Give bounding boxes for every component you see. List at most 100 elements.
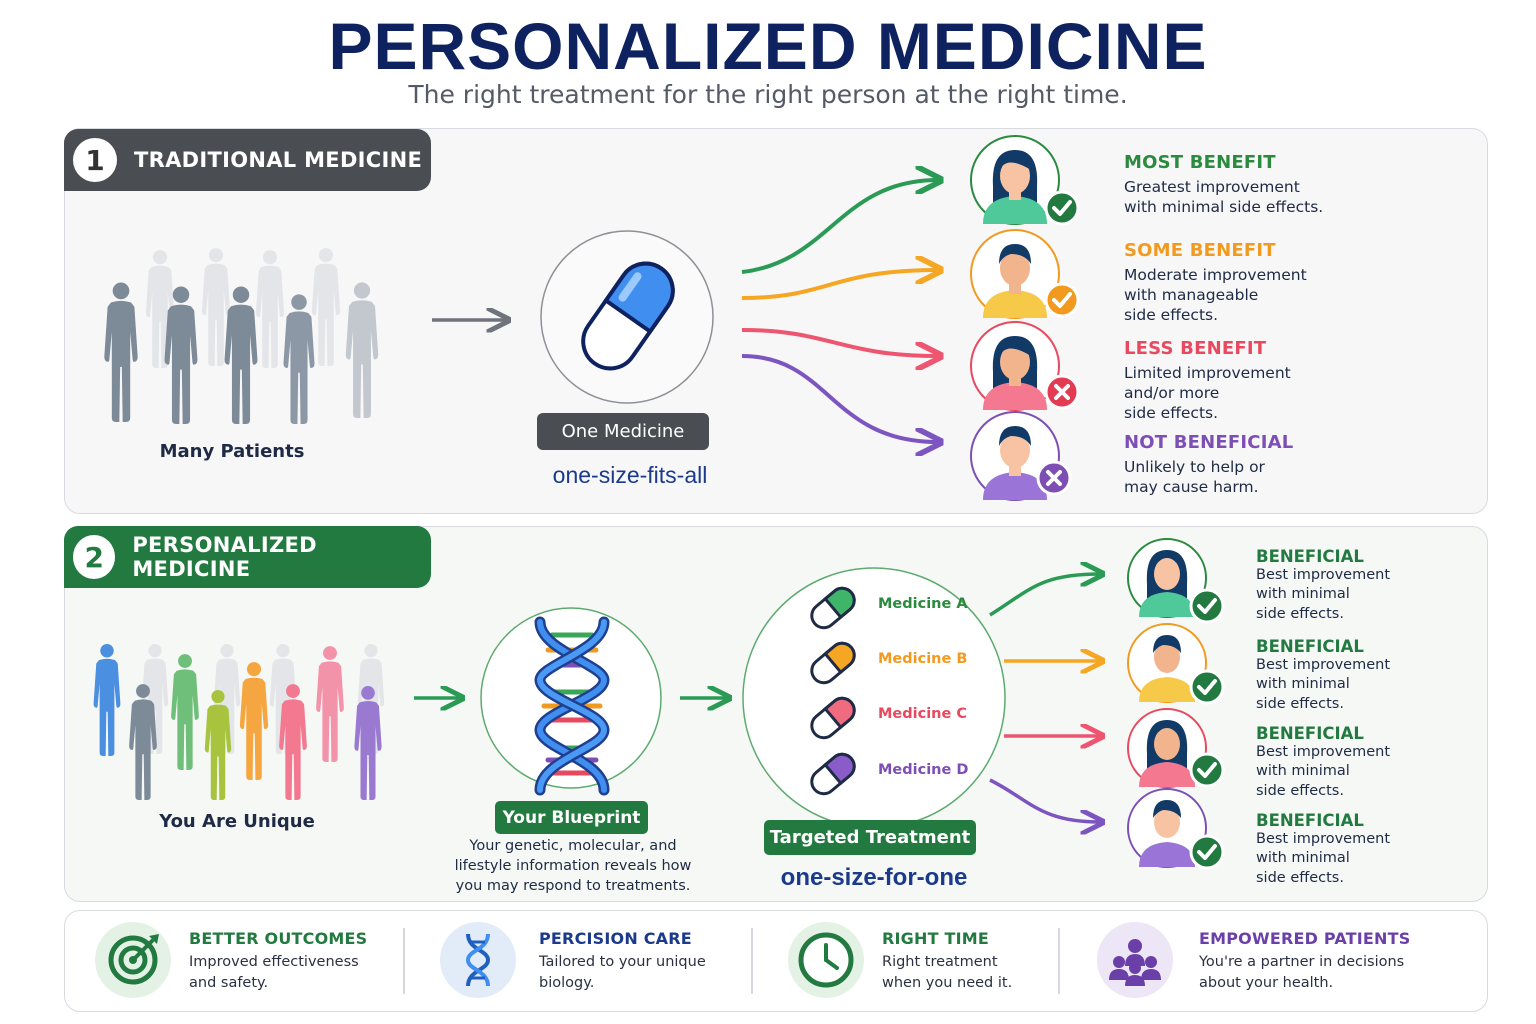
blueprint-description: Your genetic, molecular, and lifestyle i… — [432, 836, 714, 896]
avatar-less-benefit — [970, 321, 1080, 411]
targeted-treatment-label: Targeted Treatment — [764, 820, 976, 855]
blueprint-desc-line: you may respond to treatments. — [455, 878, 691, 894]
dna-icon — [480, 607, 662, 796]
outcome-desc-line: side effects. — [1124, 404, 1219, 422]
result-desc-line: Best improvement — [1256, 567, 1391, 583]
feature-desc-line: Tailored to your unique — [539, 954, 706, 970]
feature-divider — [1058, 928, 1060, 994]
result-desc-line: Best improvement — [1256, 831, 1391, 847]
section-number: 1 — [73, 138, 117, 182]
feature-title: PERCISION CARE — [539, 929, 692, 948]
page-subtitle: The right treatment for the right person… — [408, 80, 1128, 109]
feature-better-outcomes: BETTER OUTCOMES Improved effectiveness a… — [189, 929, 389, 994]
result-desc-line: with minimal — [1256, 763, 1350, 780]
medicine-c-label: Medicine C — [878, 706, 968, 722]
outcome-desc-line: Limited improvement — [1124, 364, 1291, 382]
feature-desc-line: Right treatment — [882, 954, 998, 970]
feature-percision-care: PERCISION CARE Tailored to your unique b… — [539, 929, 739, 994]
feature-desc-line: when you need it. — [882, 975, 1013, 991]
feature-title: BETTER OUTCOMES — [189, 929, 368, 948]
patient-crowd-gray — [104, 248, 379, 424]
outcome-desc-line: and/or more — [1124, 384, 1220, 402]
avatar-beneficial-4 — [1127, 788, 1225, 870]
result-title: BENEFICIAL — [1256, 637, 1364, 656]
section-header-personalized: 2 PERSONALIZED MEDICINE — [64, 526, 431, 588]
medicine-a-label: Medicine A — [878, 596, 968, 612]
result-desc-line: Best improvement — [1256, 744, 1391, 760]
outcome-most-benefit: MOST BENEFIT Greatest improvement with m… — [1124, 152, 1354, 217]
avatar-beneficial-3 — [1127, 708, 1225, 788]
feature-desc-line: about your health. — [1199, 975, 1334, 991]
you-are-unique-label: You Are Unique — [159, 811, 315, 832]
benefits-bar — [64, 910, 1488, 1012]
target-icon — [95, 922, 171, 998]
patient-crowd-colored — [93, 643, 385, 800]
result-desc-line: with minimal — [1256, 850, 1350, 867]
result-beneficial-2: BENEFICIAL Best improvement with minimal… — [1256, 637, 1436, 714]
result-desc-line: Best improvement — [1256, 657, 1391, 673]
blueprint-desc-line: Your genetic, molecular, and — [469, 838, 677, 854]
one-medicine-label: One Medicine — [537, 413, 709, 450]
result-desc-line: side effects. — [1256, 869, 1344, 886]
feature-right-time: RIGHT TIME Right treatment when you need… — [882, 929, 1052, 994]
result-desc-line: with minimal — [1256, 586, 1350, 603]
medicine-b-label: Medicine B — [878, 651, 968, 667]
outcome-desc-line: side effects. — [1124, 306, 1219, 324]
outcome-some-benefit: SOME BENEFIT Moderate improvement with m… — [1124, 240, 1354, 325]
outcome-arrows — [741, 180, 938, 442]
outcome-less-benefit: LESS BENEFIT Limited improvement and/or … — [1124, 338, 1354, 423]
clock-icon — [788, 922, 864, 998]
result-title: BENEFICIAL — [1256, 547, 1364, 566]
section-number: 2 — [73, 535, 116, 579]
outcome-title: NOT BENEFICIAL — [1124, 432, 1294, 453]
result-title: BENEFICIAL — [1256, 811, 1364, 830]
feature-title: RIGHT TIME — [882, 929, 989, 948]
medicine-pill-a-icon — [810, 586, 856, 630]
result-desc-line: side effects. — [1256, 695, 1344, 712]
result-beneficial-4: BENEFICIAL Best improvement with minimal… — [1256, 811, 1436, 888]
outcome-desc-line: with minimal side effects. — [1124, 198, 1324, 216]
feature-empowered-patients: EMPOWERED PATIENTS You're a partner in d… — [1199, 929, 1459, 994]
outcome-desc-line: Moderate improvement — [1124, 266, 1307, 284]
outcome-title: MOST BENEFIT — [1124, 152, 1276, 173]
outcome-desc-line: may cause harm. — [1124, 478, 1259, 496]
result-beneficial-3: BENEFICIAL Best improvement with minimal… — [1256, 724, 1436, 801]
medicine-pill-d-icon — [810, 752, 856, 796]
one-size-for-one-label: one-size-for-one — [780, 864, 968, 891]
feature-title: EMPOWERED PATIENTS — [1199, 929, 1411, 948]
page-title: PERSONALIZED MEDICINE — [328, 9, 1208, 83]
feature-desc-line: You're a partner in decisions — [1199, 954, 1405, 970]
blueprint-desc-line: lifestyle information reveals how — [454, 858, 692, 874]
medicine-d-label: Medicine D — [878, 762, 969, 778]
avatar-beneficial-2 — [1127, 623, 1225, 705]
avatar-beneficial-1 — [1127, 538, 1225, 624]
group-icon — [1097, 922, 1173, 998]
section-title: PERSONALIZED MEDICINE — [132, 533, 317, 581]
feature-divider — [403, 928, 405, 994]
medicine-pill-b-icon — [810, 641, 856, 685]
feature-desc-line: biology. — [539, 975, 595, 991]
avatar-some-benefit — [970, 229, 1080, 319]
section-title: TRADITIONAL MEDICINE — [134, 148, 423, 172]
avatar-most-benefit — [970, 135, 1080, 226]
dna-small-icon — [440, 922, 516, 998]
result-desc-line: side effects. — [1256, 605, 1344, 622]
result-title: BENEFICIAL — [1256, 724, 1364, 743]
blueprint-label: Your Blueprint — [495, 801, 648, 834]
section-header-traditional: 1 TRADITIONAL MEDICINE — [64, 129, 431, 191]
outcome-title: SOME BENEFIT — [1124, 240, 1276, 261]
feature-desc-line: and safety. — [189, 975, 269, 991]
outcome-desc-line: Greatest improvement — [1124, 178, 1300, 196]
outcome-not-beneficial: NOT BENEFICIAL Unlikely to help or may c… — [1124, 432, 1354, 497]
result-beneficial-1: BENEFICIAL Best improvement with minimal… — [1256, 547, 1436, 624]
outcome-desc-line: Unlikely to help or — [1124, 458, 1265, 476]
feature-divider — [751, 928, 753, 994]
medicine-pill-c-icon — [810, 696, 856, 740]
outcome-title: LESS BENEFIT — [1124, 338, 1267, 359]
outcome-desc-line: with manageable — [1124, 286, 1259, 304]
result-desc-line: with minimal — [1256, 676, 1350, 693]
avatar-not-beneficial — [970, 411, 1072, 501]
feature-desc-line: Improved effectiveness — [189, 954, 359, 970]
pill-icon — [540, 230, 714, 404]
